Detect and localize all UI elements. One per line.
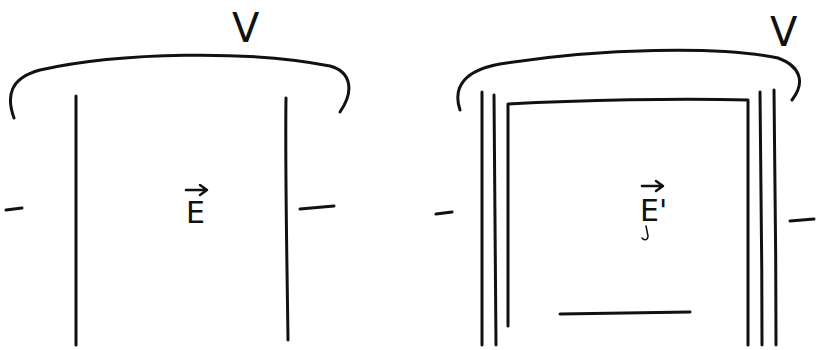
lead [6, 208, 22, 210]
lead [300, 206, 334, 209]
plate [494, 95, 496, 345]
plate [75, 96, 78, 345]
dielectric-slab [508, 99, 748, 345]
stray-mark [642, 226, 648, 240]
voltage-label: V [232, 8, 259, 48]
plate [481, 92, 484, 345]
field-label: E [186, 198, 205, 228]
plate [774, 90, 776, 345]
lead [436, 212, 452, 214]
vector-arrow [186, 185, 207, 195]
plate [286, 98, 288, 340]
wire [10, 55, 348, 118]
lead [790, 219, 814, 221]
plate [760, 92, 762, 345]
field-label: E' [640, 196, 667, 226]
voltage-label: V [770, 12, 797, 52]
vector-arrow [642, 181, 663, 191]
